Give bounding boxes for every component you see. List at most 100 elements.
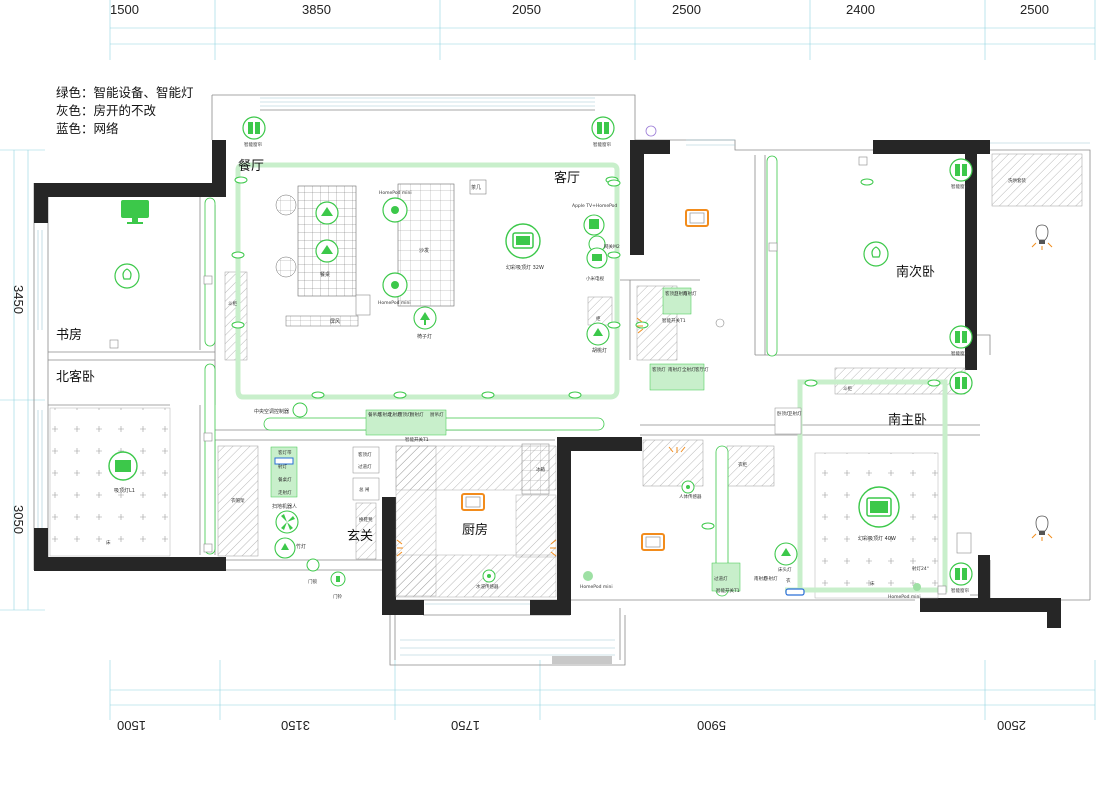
- label-homepod-3: HomePod mini: [580, 584, 613, 590]
- switch-dining-5: 厨射灯: [410, 411, 424, 418]
- label-sofa: 沙发: [419, 247, 429, 254]
- dim-left-1: 3450: [11, 285, 26, 314]
- label-homepod-2: HomePod mini: [378, 300, 411, 306]
- fan-icon: [275, 402, 308, 534]
- switch-master-1: 过道灯: [714, 575, 728, 582]
- label-bed-2: 床: [106, 539, 111, 546]
- dim-top-4: 2500: [672, 2, 701, 17]
- label-ceiling-living: 幻彩吸顶灯 32W: [506, 264, 544, 271]
- monitor-icon: [121, 200, 149, 224]
- label-doorbell: 门铃: [333, 593, 342, 600]
- dim-bottom-1: 1500: [117, 718, 146, 733]
- label-laundry: 洗烘套装: [1008, 177, 1026, 184]
- switch-kitchen-1: 客顶灯: [652, 366, 666, 373]
- smart-curtain-icon: [242, 116, 973, 586]
- room-north-guest: 北客卧: [56, 369, 95, 385]
- switch-panel-bedroom: 卧顶灯 卫射灯: [774, 407, 802, 435]
- coffee-table-box: [469, 179, 487, 195]
- label-door-lock: 门锁: [308, 578, 317, 585]
- switch-dining-2: 客射灯: [378, 411, 392, 418]
- door-lock-icon: [306, 558, 346, 587]
- label-robot-vacuum: 扫地机器人: [272, 503, 297, 510]
- label-switch-t1-master: 智能开关T1: [716, 587, 740, 594]
- apple-tv-icon: [583, 214, 608, 269]
- drain-circle: [645, 125, 657, 137]
- switch-tv-2: 卫射灯: [674, 290, 688, 297]
- dim-bottom-5: 2500: [997, 718, 1026, 733]
- label-chair-light: 椅子灯: [417, 333, 432, 340]
- label-ceiling-north: 吸顶灯L1: [114, 487, 135, 494]
- label-cabinet-3: 柜: [596, 315, 601, 322]
- dim-bottom-3: 1750: [451, 718, 480, 733]
- north-bed-area: [49, 407, 171, 557]
- legend-developer: 灰色：房开的不改: [56, 103, 157, 118]
- switch-tv-3: 南射灯: [683, 290, 697, 297]
- dim-top-5: 2400: [846, 2, 875, 17]
- label-homepod-1: HomePod mini: [379, 190, 412, 196]
- label-dining-table: 餐桌: [320, 271, 330, 278]
- label-curtain-5: 智能窗帘: [951, 587, 969, 594]
- smart-panel-icon: [461, 209, 709, 551]
- switch-bedroom-2: 卫射灯: [788, 410, 802, 417]
- label-xiaomi-tv: 小米电视: [586, 275, 604, 282]
- windows: [37, 97, 1090, 656]
- switch-kitchen-2: 南射灯: [668, 366, 682, 373]
- label-cabinet-2: 斗柜: [843, 385, 852, 392]
- switch-guest-ceiling: 客顶灯: [358, 451, 372, 458]
- ceiling-light-icon: [108, 223, 900, 528]
- switch-master-2: 南射灯: [754, 575, 768, 582]
- dimension-lines: [0, 0, 1096, 720]
- room-south-master: 南主卧: [888, 412, 927, 428]
- dim-top-1: 1500: [110, 2, 139, 17]
- room-study: 书房: [56, 327, 82, 343]
- legend-smart: 绿色：智能设备、智能灯: [56, 85, 194, 100]
- label-cabinet: 斗柜: [228, 300, 237, 307]
- label-desk-light: 射灯24°: [912, 565, 929, 572]
- switch-master-3: 卧射灯: [764, 575, 778, 582]
- switch-panel-kitchen: 客顶灯 南射灯 全射灯 客厅灯: [649, 363, 709, 391]
- switch-tv-1: 客顶灯: [665, 290, 679, 297]
- switch-kitchen-3: 全射灯: [682, 366, 696, 373]
- panel-inner: [465, 212, 705, 548]
- label-water-sensor: 水浸传感器: [476, 583, 499, 590]
- label-shoe-cabinet: 换鞋凳: [359, 516, 373, 523]
- wall-plates: [109, 156, 972, 595]
- sensor-icon: [482, 480, 695, 583]
- label-apple-tv: Apple TV+HomePod: [572, 203, 617, 209]
- ceiling-sensor: [715, 318, 725, 328]
- switch-bedroom-1: 卧顶灯: [777, 410, 791, 417]
- label-bed: 床: [870, 580, 875, 587]
- warm-bulb-icon: [1031, 224, 1053, 541]
- dim-top-2: 3850: [302, 2, 331, 17]
- label-curtain-2: 智能窗帘: [593, 141, 611, 148]
- entry-router-icon: [274, 457, 294, 465]
- label-electric-box: 总 闸: [359, 486, 370, 493]
- room-kitchen: 厨房: [462, 522, 488, 538]
- switch-panel-hall: 客顶灯 过道灯 总 闸: [352, 446, 380, 501]
- switch-entry-1: 客灯带: [278, 449, 292, 456]
- label-body-sensor: 人体传感器: [679, 493, 702, 500]
- room-dining: 餐厅: [238, 158, 264, 174]
- hatch-areas: [217, 153, 1083, 598]
- switch-dining-1: 餐吊灯: [368, 411, 382, 418]
- label-bedside-light: 床头灯: [778, 566, 792, 573]
- label-switch-t1-dining: 智能开关T1: [405, 436, 429, 443]
- label-switch-t1-tv: 智能开关T1: [662, 317, 686, 324]
- label-hutao-light: 胡桃灯: [592, 347, 607, 354]
- dim-top-3: 2050: [512, 2, 541, 17]
- dim-top-6: 2500: [1020, 2, 1049, 17]
- warm-spot-icon: [396, 317, 686, 557]
- label-fridge: 冰箱: [536, 466, 545, 473]
- dim-left-2: 3050: [11, 505, 26, 534]
- switch-dining-6: 厨吊灯: [430, 411, 444, 418]
- balcony-step: [552, 656, 612, 664]
- switch-entry-4: 走射灯: [278, 489, 292, 496]
- room-entry: 玄关: [347, 529, 373, 544]
- label-curtain-3: 智能窗帘: [951, 183, 969, 190]
- spotlights: [231, 176, 941, 530]
- legend: 绿色：智能设备、智能灯 灰色：房开的不改 蓝色：网络: [56, 84, 194, 138]
- label-hvac: 中央空调控制器: [254, 408, 289, 415]
- switch-dining-4: 厨顶灯: [398, 411, 412, 418]
- label-wardrobe-master: 衣柜: [738, 461, 747, 468]
